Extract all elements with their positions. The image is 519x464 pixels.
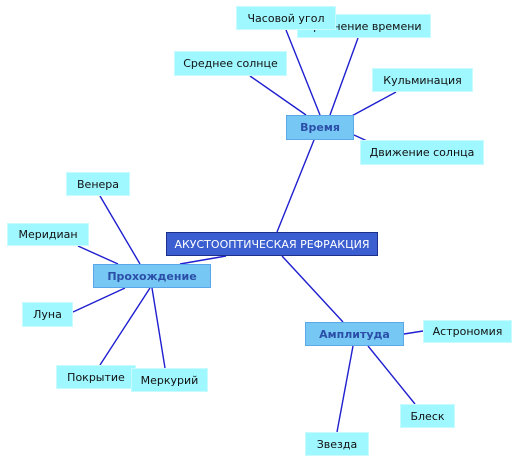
node-hour-angle[interactable]: Часовой угол: [236, 6, 336, 30]
node-brightness[interactable]: Блеск: [400, 404, 455, 428]
link-passage-venus: [99, 195, 141, 265]
link-root-amplitude: [281, 255, 344, 323]
link-time-mean-sun: [249, 75, 307, 116]
node-root-topic[interactable]: АКУСТООПТИЧЕСКАЯ РЕФРАКЦИЯ: [166, 232, 378, 256]
link-passage-mercury: [151, 287, 166, 369]
node-venus[interactable]: Венера: [66, 172, 130, 196]
node-passage[interactable]: Прохождение: [93, 264, 211, 288]
link-root-time: [276, 139, 315, 233]
node-culmination[interactable]: Кульминация: [372, 68, 473, 92]
node-occultation[interactable]: Покрытие: [56, 365, 136, 389]
node-star[interactable]: Звезда: [305, 432, 369, 456]
link-passage-meridian: [77, 245, 119, 265]
link-time-culmination: [347, 91, 397, 119]
node-sun-motion[interactable]: Движение солнца: [360, 140, 484, 165]
link-amplitude-astronomy: [403, 330, 424, 335]
node-amplitude[interactable]: Амплитуда: [305, 322, 404, 346]
link-time-hour-angle: [285, 29, 321, 116]
node-time[interactable]: Время: [286, 115, 354, 140]
link-root-passage: [179, 255, 227, 265]
node-mercury[interactable]: Меркурий: [131, 368, 208, 392]
link-amplitude-star: [336, 345, 354, 433]
link-time-eq-time: [329, 37, 359, 116]
node-moon[interactable]: Луна: [22, 302, 73, 327]
node-astronomy[interactable]: Астрономия: [423, 320, 512, 343]
node-mean-sun[interactable]: Среднее солнце: [174, 51, 287, 76]
link-amplitude-brightness: [367, 345, 416, 405]
link-passage-occultation: [99, 287, 151, 366]
node-meridian[interactable]: Меридиан: [7, 223, 89, 246]
link-passage-moon: [72, 287, 126, 313]
